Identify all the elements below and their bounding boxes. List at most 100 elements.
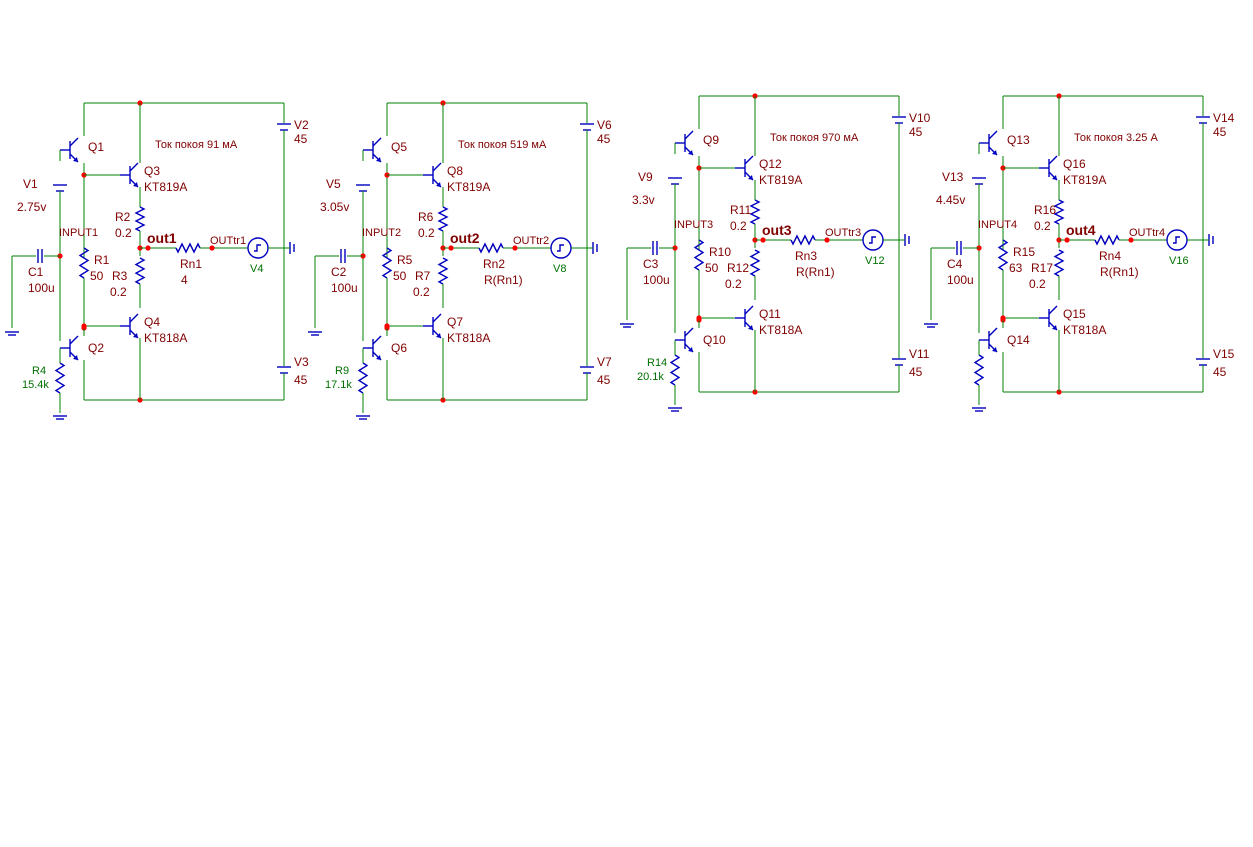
resistor-vertical [134,206,146,232]
input-capacitor-value: 100u [28,281,55,295]
bias-source-name: V5 [326,177,341,191]
node-dot [696,315,702,321]
supply-pos-value: 45 [1213,125,1227,139]
input-label: INPUT2 [362,227,401,239]
output-top-label: Q8 [447,164,463,178]
supply-neg-value: 45 [597,373,611,387]
emitter-bottom-resistor-value: 0.2 [110,285,127,299]
meter-label: OUTtr1 [210,235,246,247]
supply-neg-name: V3 [294,355,309,369]
output-bottom-type: KT818A [759,323,802,337]
resistor-vertical [1053,249,1065,277]
input-capacitor-value: 100u [947,273,974,287]
output-bottom-label: Q7 [447,315,463,329]
driver-bottom-label: Q2 [88,341,104,355]
meter-wave [254,244,261,252]
transistor-collector [1048,305,1058,315]
transistor-collector [988,327,998,337]
resistor-vertical [54,362,66,394]
emitter-top-resistor-name: R6 [418,210,434,224]
driver-bottom-label: Q10 [703,333,726,347]
input-label: INPUT1 [59,227,98,239]
node-dot [1064,237,1070,243]
input-label: INPUT3 [674,219,713,231]
output-node-label: out1 [147,230,177,246]
bias-resistor-name: R15 [1013,245,1035,259]
bias-resistor-value: 50 [393,269,407,283]
resistor-horizontal [790,234,816,246]
load-resistor-value: R(Rn1) [484,273,523,287]
transistor-arrow [748,325,753,330]
resistor-vertical [693,239,705,271]
supply-neg-value: 45 [294,373,308,387]
circuit-4: V1445V1545Q13V134.45vR1563INPUT4C4100uQ1… [924,93,1235,412]
supply-neg-name: V11 [909,347,930,361]
quiescent-current-label: Ток покоя 91 мA [155,139,238,151]
transistor-arrow [1052,325,1057,330]
load-resistor-value: 4 [181,273,188,287]
transistor-arrow [436,182,441,187]
resistor-horizontal [1094,234,1120,246]
bias-resistor-value: 63 [1009,261,1023,275]
bias-source-name: V13 [942,170,964,184]
emitter-bottom-resistor-name: R17 [1031,261,1053,275]
transistor-collector [744,155,754,165]
meter-source-name: V16 [1169,255,1189,267]
transistor-arrow [1052,175,1057,180]
transistor-arrow [376,157,381,162]
supply-pos-name: V10 [909,111,931,125]
circuit-2: V645V745Q5V53.05vR550INPUT2C2100uQ6R917.… [308,100,612,420]
transistor-collector [69,335,79,345]
node-dot [1128,237,1134,243]
meter-source-name: V4 [250,263,263,275]
input-capacitor-value: 100u [331,281,358,295]
low-resistor-value: 20.1k [637,371,664,383]
low-resistor-value: 15.4k [22,379,49,391]
bias-source-value: 3.3v [632,193,655,207]
transistor-arrow [436,333,441,338]
resistor-vertical [669,354,681,386]
bias-source-value: 2.75v [17,200,46,214]
supply-pos-name: V2 [294,118,309,132]
transistor-arrow [133,182,138,187]
emitter-bottom-resistor-value: 0.2 [725,277,742,291]
emitter-bottom-resistor-name: R3 [112,269,128,283]
driver-bottom-label: Q6 [391,341,407,355]
resistor-vertical [997,239,1009,271]
load-resistor-name: Rn2 [483,257,505,271]
input-capacitor-name: C1 [28,265,44,279]
meter-wave [1173,236,1180,244]
transistor-collector [69,137,79,147]
emitter-bottom-resistor-name: R12 [727,261,749,275]
input-capacitor-name: C4 [947,257,963,271]
transistor-collector [684,327,694,337]
driver-top-label: Q1 [88,140,104,154]
output-bottom-label: Q15 [1063,307,1086,321]
resistor-horizontal [478,242,504,254]
resistor-vertical [437,206,449,232]
node-dot [824,237,830,243]
supply-pos-name: V6 [597,118,612,132]
quiescent-current-label: Ток покоя 970 мA [770,132,859,144]
meter-wave [869,236,876,244]
resistor-vertical [134,257,146,285]
output-bottom-label: Q11 [759,307,781,321]
node-dot [1000,315,1006,321]
load-resistor-value: R(Rn1) [1100,265,1139,279]
resistor-vertical [437,257,449,285]
transistor-collector [372,137,382,147]
emitter-top-resistor-value: 0.2 [115,226,132,240]
transistor-arrow [376,355,381,360]
meter-source-icon [1166,229,1188,251]
supply-neg-value: 45 [909,365,923,379]
circuit-3: V1045V1145Q9V93.3vR1050INPUT3C3100uQ10R1… [620,93,931,412]
driver-top-label: Q13 [1007,133,1030,147]
transistor-arrow [73,355,78,360]
bias-resistor-name: R5 [397,253,413,267]
meter-label: OUTtr2 [513,235,549,247]
low-resistor-name: R9 [335,365,349,377]
resistor-vertical [749,249,761,277]
transistor-arrow [688,150,693,155]
bias-source-value: 3.05v [320,200,349,214]
